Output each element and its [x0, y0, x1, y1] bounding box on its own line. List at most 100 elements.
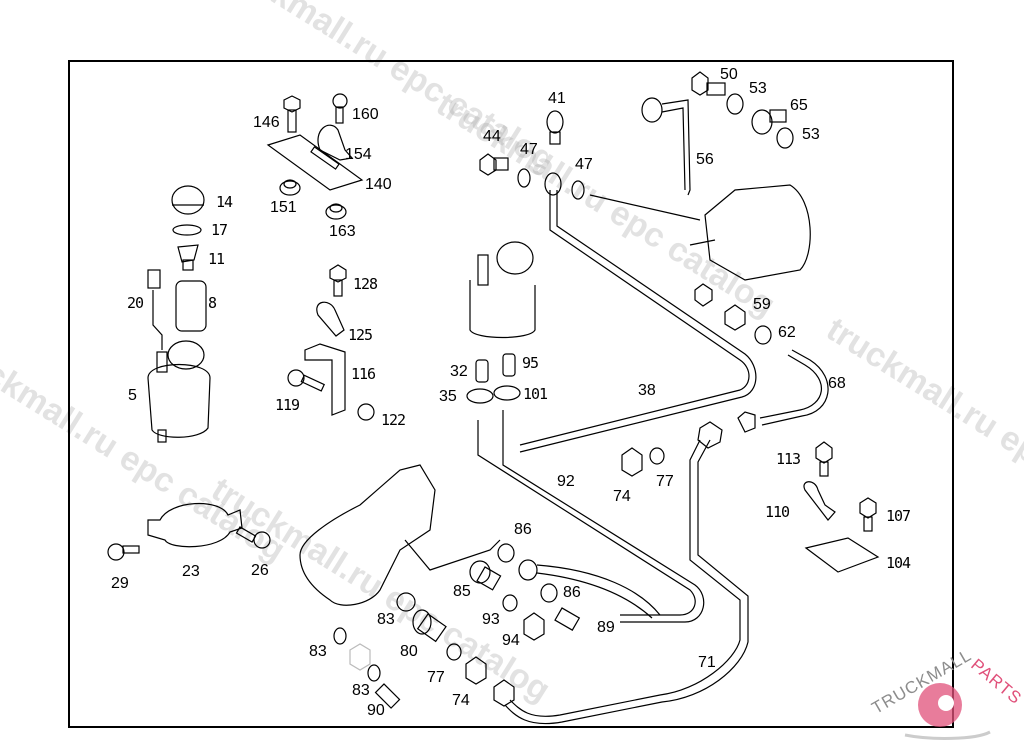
callout-95[interactable]: 95 [522, 354, 539, 372]
callout-125[interactable]: 125 [348, 326, 373, 344]
callout-163[interactable]: 163 [329, 223, 356, 240]
callout-94[interactable]: 94 [502, 632, 520, 649]
part-38-line[interactable] [519, 190, 757, 453]
callout-62[interactable]: 62 [778, 324, 796, 341]
part-56-line[interactable] [641, 97, 691, 196]
part-17-seal[interactable] [172, 224, 202, 236]
part-53-washer[interactable] [776, 127, 794, 149]
callout-90[interactable]: 90 [367, 702, 385, 719]
part-93-olive[interactable] [502, 594, 518, 612]
part-77-olive[interactable] [446, 643, 462, 661]
callout-93[interactable]: 93 [482, 611, 500, 628]
callout-86[interactable]: 86 [514, 521, 532, 538]
callout-8[interactable]: 8 [208, 294, 217, 312]
part-83-washer[interactable] [333, 627, 347, 645]
part-151-grommet[interactable] [279, 179, 301, 196]
part-116-bracket[interactable] [304, 343, 346, 416]
callout-119[interactable]: 119 [275, 396, 300, 414]
part-94-nut[interactable] [523, 612, 545, 641]
part-20-sensor[interactable] [147, 269, 163, 350]
part-41-banjo[interactable] [546, 110, 564, 145]
nut[interactable] [694, 283, 713, 307]
part-104-plate[interactable] [804, 537, 880, 573]
callout-14[interactable]: 14 [216, 193, 233, 211]
part-47-washer[interactable] [571, 180, 585, 200]
callout-140[interactable]: 140 [365, 176, 392, 193]
callout-89[interactable]: 89 [597, 619, 615, 636]
part-89-bolt[interactable] [554, 607, 581, 631]
part-125-clamp[interactable] [316, 301, 345, 337]
part-11-valve[interactable] [177, 244, 199, 271]
callout-74[interactable]: 74 [452, 692, 470, 709]
part-113-bolt[interactable] [815, 441, 833, 477]
part-23-clamp[interactable] [147, 503, 243, 548]
pump-unit[interactable] [689, 184, 811, 281]
callout-41[interactable]: 41 [548, 90, 566, 107]
callout-20[interactable]: 20 [127, 294, 144, 312]
part-74-nut[interactable] [465, 656, 487, 685]
part-65-banjo[interactable] [751, 109, 787, 135]
part-163-grommet[interactable] [325, 203, 347, 220]
callout-122[interactable]: 122 [381, 411, 406, 429]
part-5-reservoir[interactable] [147, 340, 211, 443]
part-83-washer[interactable] [396, 592, 416, 612]
part-62-plug[interactable] [754, 325, 772, 345]
callout-65[interactable]: 65 [790, 97, 808, 114]
part-8-filter[interactable] [175, 280, 207, 332]
callout-11[interactable]: 11 [208, 250, 225, 268]
part-128-bolt[interactable] [329, 264, 347, 297]
callout-83[interactable]: 83 [352, 682, 370, 699]
callout-53[interactable]: 53 [749, 80, 767, 97]
part-92-line[interactable] [477, 410, 705, 623]
callout-71[interactable]: 71 [698, 654, 716, 671]
callout-17[interactable]: 17 [211, 221, 228, 239]
part-83-washer[interactable] [367, 664, 381, 682]
callout-154[interactable]: 154 [345, 146, 372, 163]
part-74-nut[interactable] [621, 447, 643, 477]
callout-5[interactable]: 5 [128, 387, 137, 404]
part-53-washer[interactable] [726, 93, 744, 115]
callout-32[interactable]: 32 [450, 363, 468, 380]
part-59-nut[interactable] [724, 304, 746, 331]
part-47-washer[interactable] [517, 168, 531, 188]
callout-113[interactable]: 113 [776, 450, 801, 468]
callout-104[interactable]: 104 [886, 554, 911, 572]
callout-74[interactable]: 74 [613, 488, 631, 505]
callout-101[interactable]: 101 [523, 385, 548, 403]
part-85-fitting[interactable] [469, 560, 502, 591]
part-71-line[interactable] [504, 421, 749, 725]
part-86-washer[interactable] [540, 583, 558, 603]
part-110-clamp[interactable] [803, 481, 836, 521]
part-90-plug[interactable] [374, 683, 401, 709]
part-95-sleeve[interactable] [502, 353, 516, 377]
nut[interactable] [493, 679, 515, 707]
part-35-clip[interactable] [466, 388, 494, 404]
part-77-olive[interactable] [649, 447, 665, 465]
callout-47[interactable]: 47 [575, 156, 593, 173]
callout-83[interactable]: 83 [309, 643, 327, 660]
callout-35[interactable]: 35 [439, 388, 457, 405]
part-86-washer[interactable] [497, 543, 515, 563]
steering-gear[interactable] [299, 464, 501, 606]
part-26-bolt[interactable] [235, 526, 271, 549]
callout-151[interactable]: 151 [270, 199, 297, 216]
callout-77[interactable]: 77 [427, 669, 445, 686]
part-68-hose[interactable] [737, 349, 829, 433]
part-160-screw[interactable] [332, 93, 348, 124]
part-80-fitting[interactable] [412, 609, 447, 643]
callout-47[interactable]: 47 [520, 141, 538, 158]
part-107-bolt[interactable] [859, 497, 877, 532]
callout-59[interactable]: 59 [753, 296, 771, 313]
callout-160[interactable]: 160 [352, 106, 379, 123]
banjo-hose[interactable] [518, 559, 661, 619]
part-140-plate[interactable] [266, 134, 364, 191]
callout-83[interactable]: 83 [377, 611, 395, 628]
part-119-bolt[interactable] [287, 369, 326, 392]
callout-38[interactable]: 38 [638, 382, 656, 399]
part-50-bolt[interactable] [691, 71, 726, 96]
callout-107[interactable]: 107 [886, 507, 911, 525]
callout-44[interactable]: 44 [483, 128, 501, 145]
part-146-bolt[interactable] [283, 95, 301, 133]
callout-56[interactable]: 56 [696, 151, 714, 168]
part-44-bolt[interactable] [479, 153, 509, 176]
